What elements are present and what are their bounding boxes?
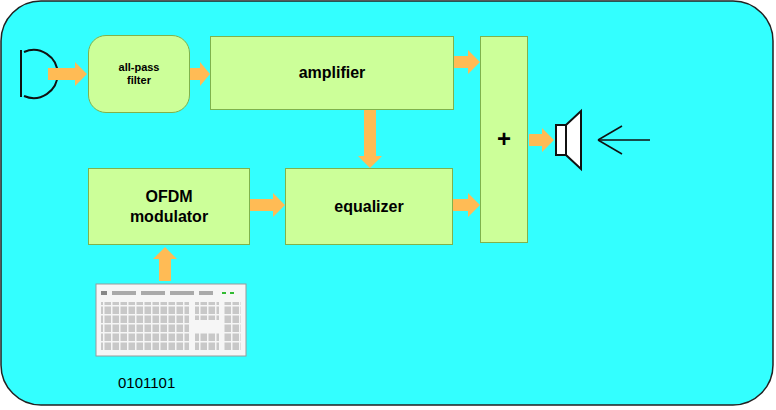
signal-arrow <box>454 50 480 74</box>
box-label: all-pass filter <box>108 61 170 87</box>
summing-box: + <box>480 36 528 243</box>
keyboard-illustration <box>96 284 246 356</box>
text-holder: equalizer <box>334 197 403 216</box>
text-holder: amplifier <box>299 63 366 82</box>
box-label: OFDM modulator <box>114 187 224 225</box>
signal-arrow <box>48 62 87 86</box>
bit-string-label: 0101101 <box>118 374 175 391</box>
signal-arrow <box>153 247 177 281</box>
text-holder: all-pass filter <box>108 61 170 87</box>
process-box: amplifier <box>210 36 454 110</box>
box-label: amplifier <box>299 63 366 82</box>
box-label: + <box>497 125 511 154</box>
filter-box: all-pass filter <box>88 35 190 113</box>
box-label: equalizer <box>334 197 403 216</box>
signal-arrow <box>250 193 285 217</box>
signal-arrow <box>453 193 480 217</box>
process-box: equalizer <box>285 168 453 245</box>
signal-arrow <box>358 110 382 168</box>
process-box: OFDM modulator <box>88 168 250 245</box>
text-holder: + <box>497 125 511 154</box>
signal-arrow <box>529 128 554 152</box>
loudspeaker-symbol <box>556 111 581 169</box>
sound-arrow <box>598 126 650 154</box>
text-holder: OFDM modulator <box>114 187 224 225</box>
signal-arrow <box>190 62 210 86</box>
